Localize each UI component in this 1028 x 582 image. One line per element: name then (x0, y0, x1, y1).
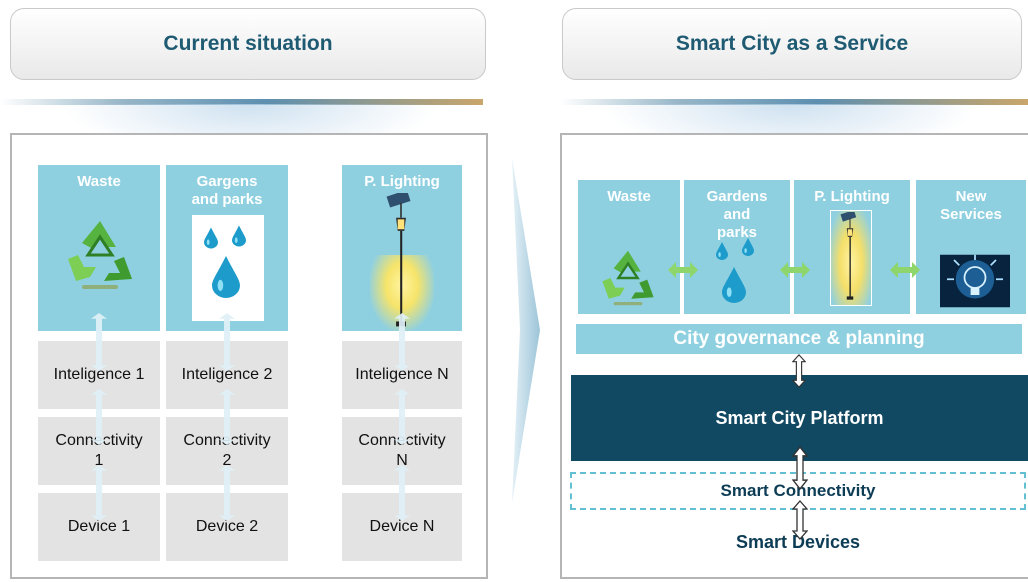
vertical-double-arrow (219, 389, 235, 445)
lamp-frame (830, 210, 872, 306)
vertical-double-arrow (792, 446, 808, 490)
city-governance-bar: City governance & planning (576, 324, 1022, 354)
service-tile-lighting: P. Lighting (342, 165, 462, 331)
horizontal-double-arrow (668, 262, 698, 278)
transition-chevron (512, 158, 540, 503)
smart-city-header: Smart City as a Service (562, 8, 1022, 80)
service-label-gardens: Gardens and parks (706, 188, 768, 241)
smart-city-title: Smart City as a Service (675, 32, 909, 55)
vertical-double-arrow (91, 313, 107, 371)
water-drop-icon (742, 238, 754, 256)
vertical-double-arrow (394, 465, 410, 521)
horizontal-double-arrow (890, 262, 920, 278)
water-drop-icon (716, 242, 728, 260)
vertical-double-arrow (219, 465, 235, 521)
street-lamp-icon (838, 212, 862, 304)
service-tile-lighting: P. Lighting (794, 180, 910, 314)
vertical-double-arrow (792, 354, 806, 388)
lightbulb-icon (940, 254, 1010, 308)
service-label-new-services: New Services (940, 188, 1002, 223)
service-label-waste: Waste (607, 188, 651, 205)
water-drop-icon (212, 255, 240, 299)
recycle-icon (60, 215, 140, 295)
vertical-double-arrow (219, 313, 235, 371)
water-drop-icon (722, 266, 746, 304)
current-situation-panel: Waste Gargens and parks P. Lighting Inte… (10, 133, 488, 579)
service-tile-gardens: Gargens and parks (166, 165, 288, 331)
right-header-rule (560, 99, 1028, 105)
current-situation-title: Current situation (163, 32, 333, 55)
service-tile-new-services: New Services (916, 180, 1026, 314)
vertical-double-arrow (91, 465, 107, 521)
service-label-lighting: P. Lighting (364, 173, 440, 190)
service-label-lighting: P. Lighting (814, 188, 890, 205)
service-tile-waste: Waste (578, 180, 680, 314)
vertical-double-arrow (394, 389, 410, 445)
vertical-double-arrow (394, 313, 410, 371)
service-label-gardens: Gargens and parks (191, 173, 263, 208)
service-tile-waste: Waste (38, 165, 160, 331)
water-drop-icon (232, 225, 246, 247)
water-drop-icon (204, 227, 218, 249)
horizontal-double-arrow (780, 262, 810, 278)
intelligence-cell: Inteligence 1 (38, 341, 160, 409)
vertical-double-arrow (792, 500, 808, 540)
water-drops-card (192, 215, 264, 321)
vertical-double-arrow (91, 389, 107, 445)
service-label-waste: Waste (77, 173, 121, 190)
street-lamp-icon (384, 193, 418, 333)
service-tile-gardens: Gardens and parks (684, 180, 790, 314)
recycle-icon (596, 246, 660, 310)
left-header-rule (0, 99, 483, 105)
current-situation-header: Current situation (10, 8, 486, 80)
